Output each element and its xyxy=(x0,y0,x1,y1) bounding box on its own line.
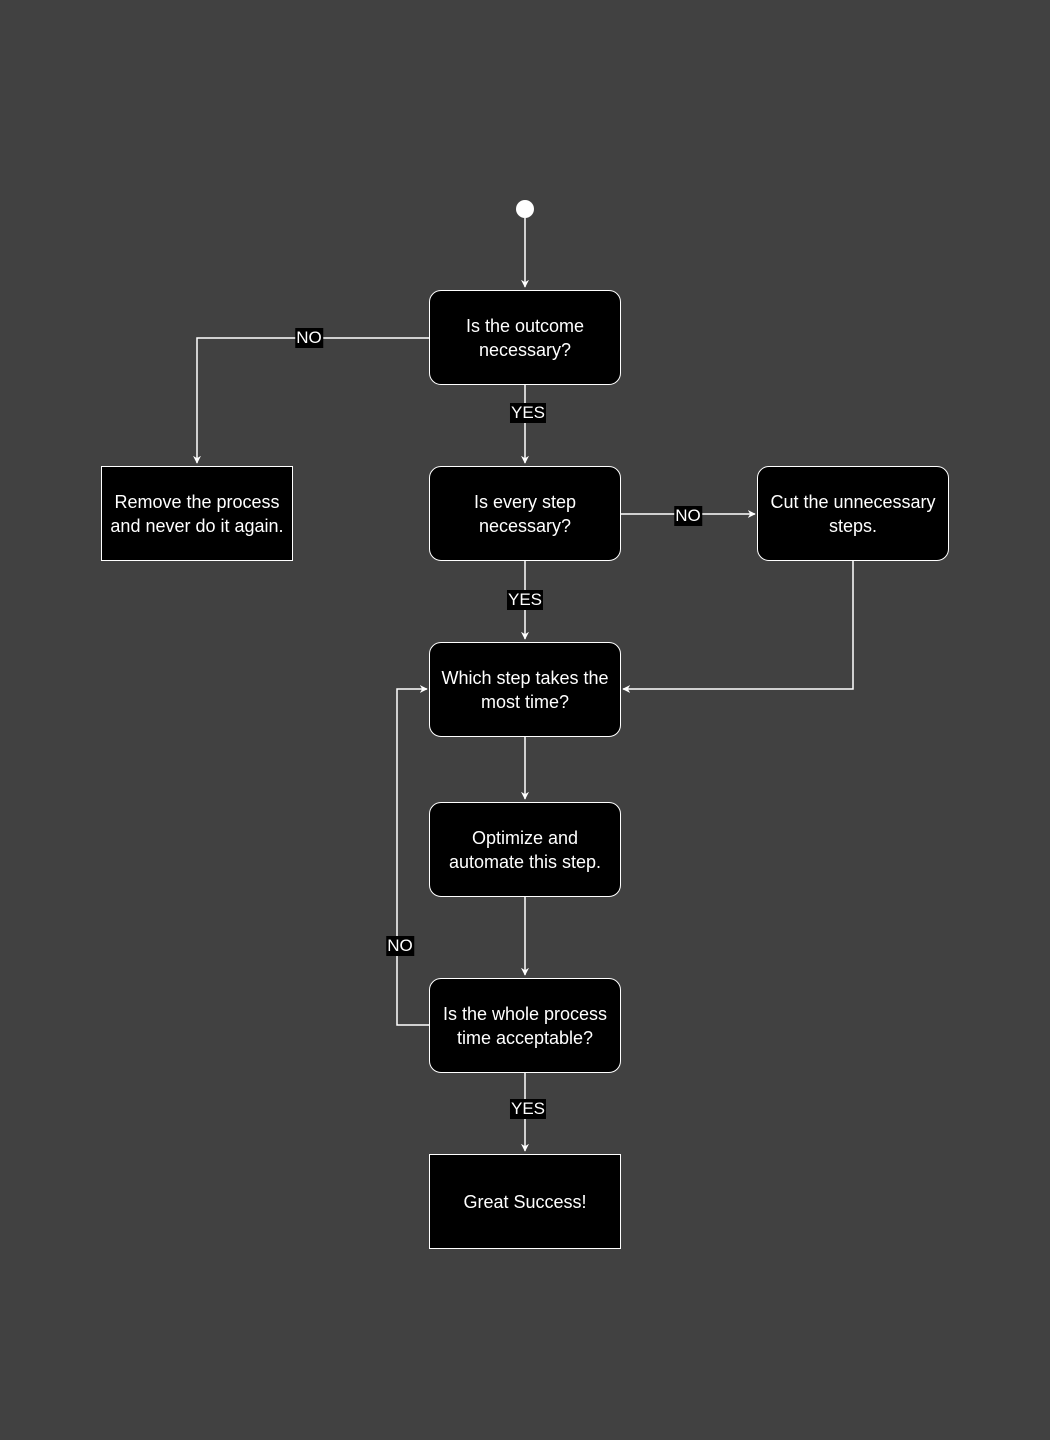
edge-cut-to-most-time xyxy=(622,561,854,693)
node-outcome-necessary-label: Is the outcome necessary? xyxy=(465,315,585,360)
edge-label-outcome-yes: YES xyxy=(509,403,547,423)
node-every-step-necessary: Is every step necessary? xyxy=(429,466,621,561)
edge-label-outcome-no: NO xyxy=(295,328,323,348)
start-node xyxy=(516,200,534,218)
node-cut-steps: Cut the unnecessary steps. xyxy=(757,466,949,561)
node-remove-process: Remove the process and never do it again… xyxy=(101,466,293,561)
node-optimize: Optimize and automate this step. xyxy=(429,802,621,897)
edge-label-every-step-yes: YES xyxy=(506,590,544,610)
node-great-success-label: Great Success! xyxy=(463,1191,587,1212)
node-time-acceptable-label: Is the whole process time acceptable? xyxy=(442,1003,608,1048)
edge-label-acceptable-yes: YES xyxy=(509,1099,547,1119)
node-outcome-necessary: Is the outcome necessary? xyxy=(429,290,621,385)
node-optimize-label: Optimize and automate this step. xyxy=(448,827,602,872)
edge-acceptable-no xyxy=(396,685,429,1026)
node-time-acceptable: Is the whole process time acceptable? xyxy=(429,978,621,1073)
node-remove-process-label: Remove the process and never do it again… xyxy=(110,491,284,536)
edge-label-every-step-no: NO xyxy=(674,506,702,526)
node-most-time: Which step takes the most time? xyxy=(429,642,621,737)
node-most-time-label: Which step takes the most time? xyxy=(441,667,609,712)
node-cut-steps-label: Cut the unnecessary steps. xyxy=(770,491,936,536)
node-every-step-necessary-label: Is every step necessary? xyxy=(473,491,577,536)
node-great-success: Great Success! xyxy=(429,1154,621,1249)
edge-label-acceptable-no: NO xyxy=(386,936,414,956)
edge-outcome-no xyxy=(193,337,429,464)
